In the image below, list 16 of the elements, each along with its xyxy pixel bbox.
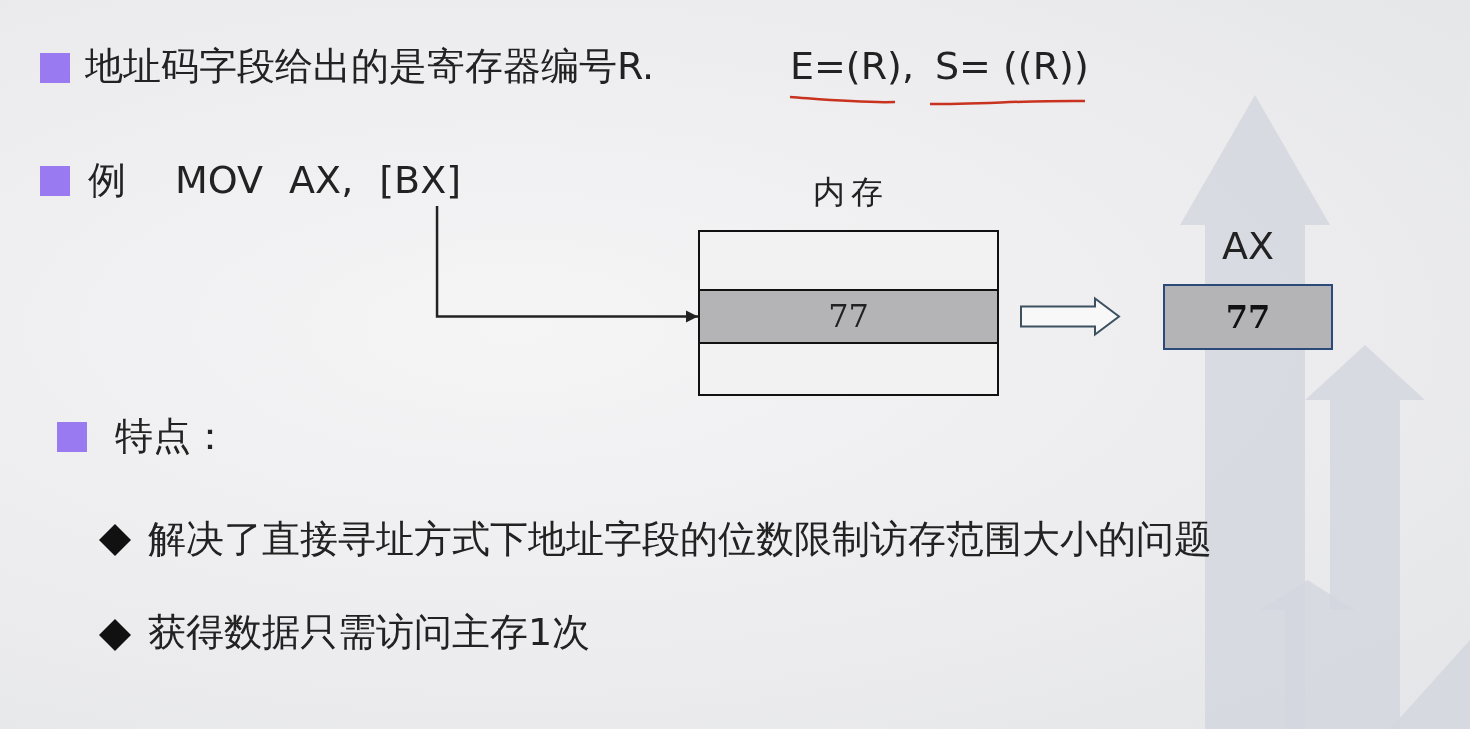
formula-text: E=(R), [790,43,914,90]
bullet-text: 获得数据只需访问主存1次 [148,609,591,656]
register-box: 77 [1163,284,1333,350]
memory-label: 内存 [811,172,890,212]
example-label: 例 [88,157,126,204]
register-label: AX [1221,223,1275,270]
heading-text: 地址码字段给出的是寄存器编号R. [85,43,655,90]
memory-cell [698,342,999,396]
bullet-text: 解决了直接寻址方式下地址字段的位数限制访存范围大小的问题 [148,516,1212,563]
instruction-text: MOV AX, [BX] [175,156,462,204]
memory-cell: 77 [698,289,999,344]
formula-text: S= ((R)) [935,43,1089,90]
memory-cell [698,230,999,291]
block-arrow [1020,296,1121,337]
heading-text: 特点： [115,413,229,460]
arrow [435,206,698,323]
